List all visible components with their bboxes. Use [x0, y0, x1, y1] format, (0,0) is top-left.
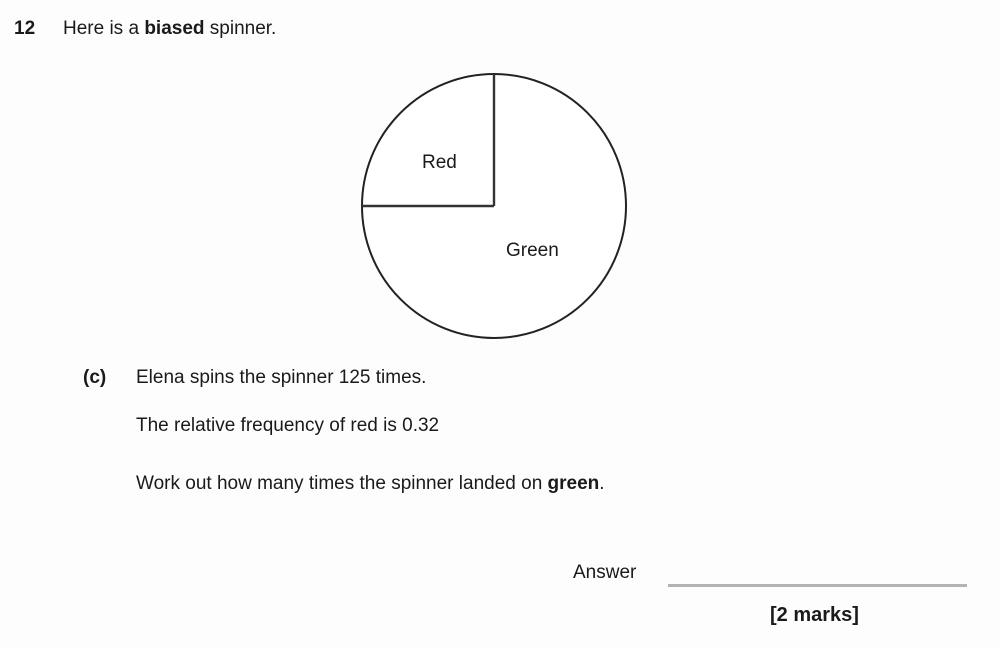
answer-input-line[interactable]: [668, 584, 967, 587]
stem-suffix: spinner.: [204, 18, 277, 39]
part-line-1: Elena spins the spinner 125 times.: [136, 367, 427, 388]
spinner-svg: [361, 73, 627, 339]
spinner-sector-label-red: Red: [422, 152, 457, 173]
part-line-2: The relative frequency of red is 0.32: [136, 415, 440, 436]
answer-area: Answer: [573, 560, 973, 592]
part-line-3: Work out how many times the spinner land…: [136, 471, 943, 497]
question-part-c: (c) Elena spins the spinner 125 times. T…: [83, 365, 943, 497]
question-stem: 12 Here is a biased spinner.: [14, 16, 276, 42]
spinner-sector-label-green: Green: [506, 240, 559, 261]
stem-prefix: Here is a: [63, 18, 145, 39]
answer-label: Answer: [573, 562, 637, 583]
question-stem-text: Here is a biased spinner.: [63, 18, 276, 39]
stem-emphasis: biased: [144, 18, 205, 39]
question-number: 12: [14, 18, 36, 39]
spinner-diagram: Red Green: [360, 72, 628, 340]
marks-badge: [2 marks]: [770, 604, 859, 626]
part-c-row: (c) Elena spins the spinner 125 times. T…: [83, 365, 943, 497]
part-line-3-prefix: Work out how many times the spinner land…: [136, 473, 548, 494]
part-letter: (c): [83, 367, 107, 388]
part-line-3-emphasis: green: [547, 473, 600, 494]
part-line-3-suffix: .: [599, 473, 605, 494]
